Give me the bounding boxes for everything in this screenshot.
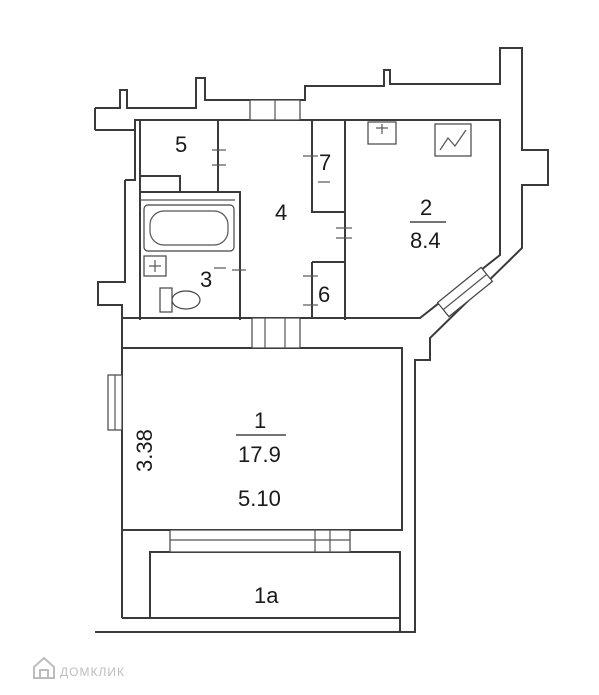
bathtub [143, 204, 235, 252]
windows [107, 99, 494, 553]
stove-icon [434, 123, 472, 157]
house-logo-icon [33, 656, 55, 679]
room-1-number: 1 [254, 408, 266, 433]
room-4-number: 4 [275, 200, 287, 225]
room-1-width: 5.10 [238, 486, 281, 511]
room-2-area: 8.4 [410, 228, 441, 253]
toilet-icon [159, 287, 201, 313]
room-3-number: 3 [200, 267, 212, 292]
room-6-number: 6 [318, 282, 330, 307]
doors [212, 149, 352, 306]
room-2-number: 2 [420, 195, 432, 220]
watermark-text: ДОМКЛИК [60, 665, 125, 679]
room-1a-number: 1a [254, 583, 279, 608]
room-labels: 5 4 3 7 6 2 8.4 1 17.9 5.10 3.38 1a [132, 132, 446, 608]
kitchen-sink-icon [367, 121, 397, 145]
room-1-area: 17.9 [238, 442, 281, 467]
partitions [139, 120, 346, 320]
watermark: ДОМКЛИК [33, 656, 125, 679]
room-7-number: 7 [319, 150, 331, 175]
sink-icon [143, 255, 167, 277]
room-5-number: 5 [175, 132, 187, 157]
room-1-height: 3.38 [132, 429, 157, 472]
